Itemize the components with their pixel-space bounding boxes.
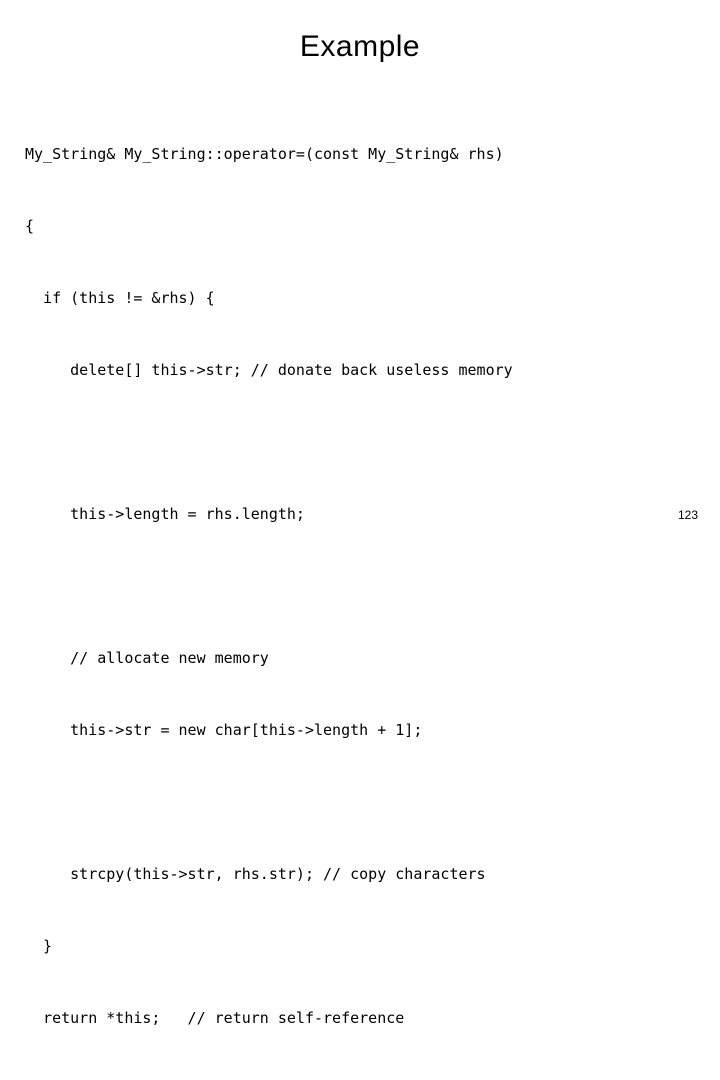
- slide: Example My_String& My_String::operator=(…: [25, 30, 698, 1027]
- code-line: // allocate new memory: [25, 649, 269, 667]
- code-line: return *this; // return self-reference: [25, 1009, 405, 1027]
- code-line: My_String& My_String::operator=(const My…: [25, 145, 504, 163]
- code-line: }: [25, 1078, 697, 1080]
- code-line: strcpy(this->str, rhs.str); // copy char…: [25, 865, 486, 883]
- code-line: if (this != &rhs) {: [25, 289, 215, 307]
- page-number: 123: [677, 508, 698, 522]
- code-block: My_String& My_String::operator=(const My…: [25, 94, 697, 1080]
- code-line: this->str = new char[this->length + 1];: [25, 721, 423, 739]
- page-title: Example: [299, 30, 421, 63]
- code-line: [25, 430, 697, 454]
- code-line: }: [25, 937, 53, 955]
- code-line: [25, 574, 697, 598]
- code-line: [25, 790, 697, 814]
- code-line: this->length = rhs.length;: [25, 505, 305, 523]
- code-line: delete[] this->str; // donate back usele…: [25, 361, 513, 379]
- code-line: {: [25, 217, 35, 235]
